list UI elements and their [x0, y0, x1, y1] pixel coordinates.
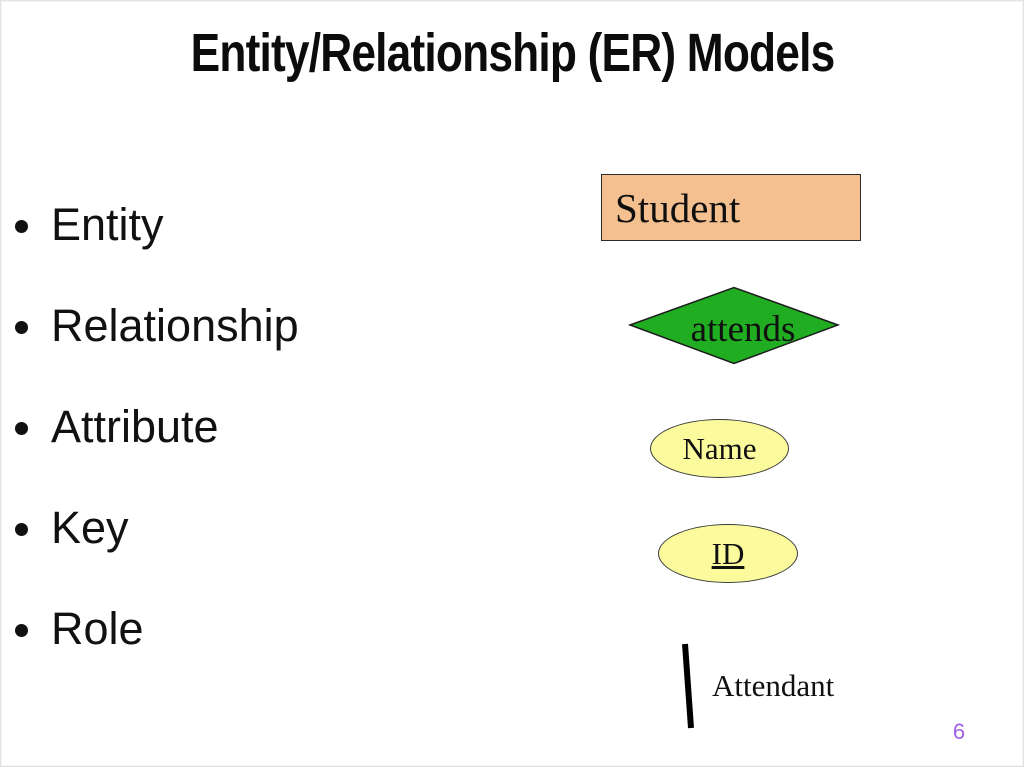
list-item: Key — [15, 477, 299, 578]
key-ellipse: ID — [658, 524, 798, 583]
relationship-diamond: attends — [628, 286, 840, 365]
bullet-icon — [15, 624, 28, 637]
role-label: Attendant — [712, 668, 835, 703]
title-bar: Entity/Relationship (ER) Models — [1, 25, 1024, 81]
bullet-icon — [15, 220, 28, 233]
bullet-icon — [15, 422, 28, 435]
bullet-label: Relationship — [51, 300, 299, 351]
page-title: Entity/Relationship (ER) Models — [191, 23, 836, 83]
bullet-label: Key — [51, 502, 129, 553]
list-item: Entity — [15, 174, 299, 275]
bullet-icon — [15, 523, 28, 536]
bullet-list: Entity Relationship Attribute Key Role — [15, 174, 299, 679]
bullet-label: Role — [51, 603, 144, 654]
diamond-polygon — [628, 286, 840, 365]
page-number: 6 — [952, 719, 966, 744]
list-item: Attribute — [15, 376, 299, 477]
key-label: ID — [711, 535, 745, 571]
attribute-label: Name — [682, 430, 757, 466]
diamond-shape — [628, 286, 840, 365]
list-item: Relationship — [15, 275, 299, 376]
entity-rectangle: Student — [601, 174, 861, 241]
relationship-label: attends — [690, 308, 796, 350]
bullet-label: Entity — [51, 199, 164, 250]
role-line-stroke — [682, 643, 694, 729]
role-line — [682, 643, 694, 729]
bullet-icon — [15, 321, 28, 334]
attribute-ellipse: Name — [650, 419, 789, 478]
list-item: Role — [15, 578, 299, 679]
bullet-label: Attribute — [51, 401, 219, 452]
